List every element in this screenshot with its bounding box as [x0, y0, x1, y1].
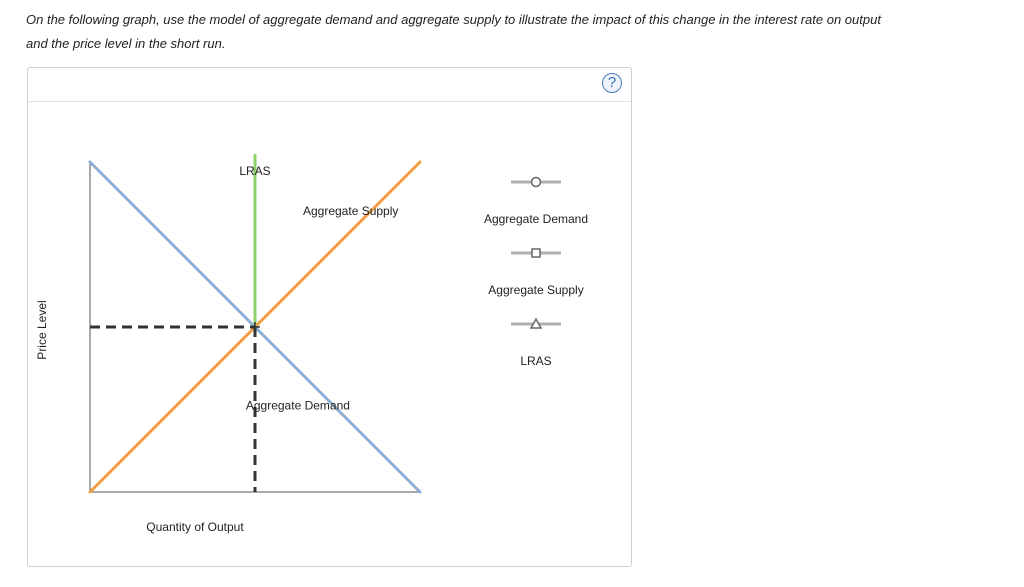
palette-tool-aggregate-supply[interactable]: Aggregate Supply	[488, 248, 584, 297]
palette-tool-lras[interactable]: LRAS	[511, 317, 561, 368]
as-square-marker-icon[interactable]	[531, 248, 541, 258]
ad-circle-marker-icon[interactable]	[530, 176, 542, 188]
palette-label: LRAS	[520, 354, 551, 368]
y-axis-label: Price Level	[35, 300, 49, 359]
aggregate-supply-label: Aggregate Supply	[303, 204, 398, 218]
palette-label: Aggregate Demand	[484, 212, 588, 226]
lras-triangle-marker-icon[interactable]	[529, 317, 543, 329]
palette-label: Aggregate Supply	[488, 283, 583, 297]
help-icon[interactable]: ?	[602, 73, 622, 93]
lras-label: LRAS	[239, 164, 270, 178]
instructions-line-2: and the price level in the short run.	[26, 36, 226, 51]
aggregate-demand-label: Aggregate Demand	[246, 399, 350, 413]
panel-header: ?	[28, 68, 631, 102]
instructions: On the following graph, use the model of…	[26, 8, 986, 56]
palette-tool-aggregate-demand[interactable]: Aggregate Demand	[484, 176, 588, 227]
instructions-line-1: On the following graph, use the model of…	[26, 12, 881, 27]
x-axis-label: Quantity of Output	[146, 520, 244, 534]
